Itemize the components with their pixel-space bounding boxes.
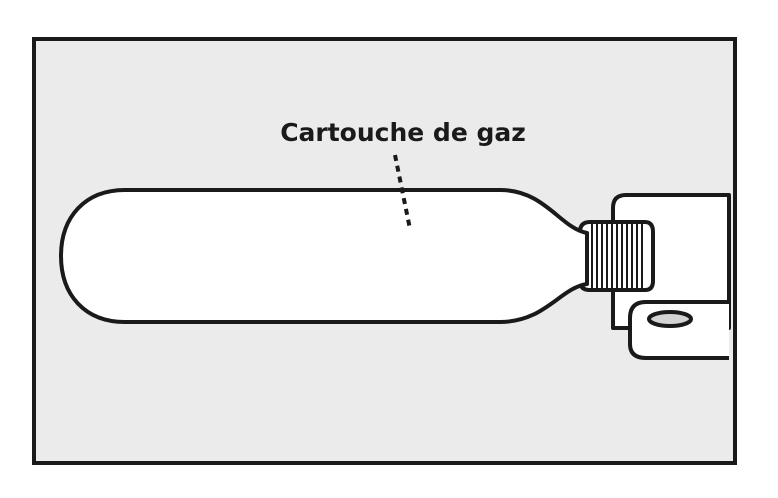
cartridge-thread bbox=[578, 220, 655, 292]
gas-cartridge-body bbox=[59, 188, 589, 324]
label-leader-line bbox=[393, 154, 412, 230]
holder-hole bbox=[647, 310, 693, 328]
gas-cartridge-label: Cartouche de gaz bbox=[280, 118, 526, 147]
